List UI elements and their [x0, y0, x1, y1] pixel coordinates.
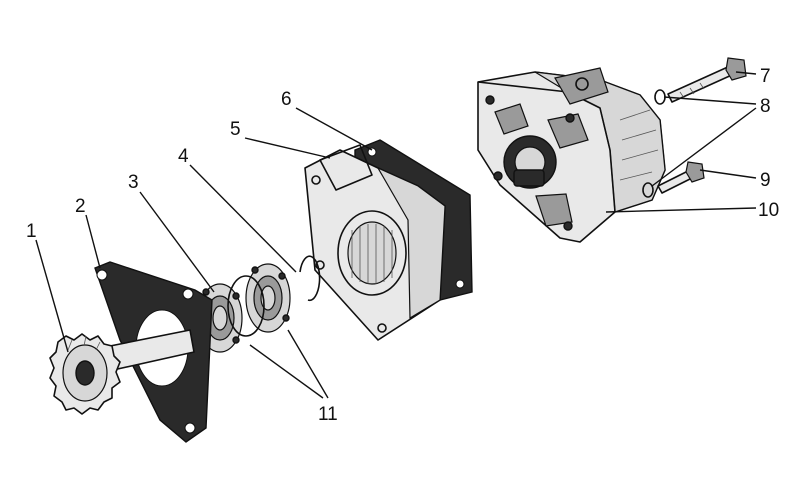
callout-5: 5	[230, 119, 241, 140]
callout-2: 2	[75, 196, 86, 217]
callout-9: 9	[760, 170, 771, 191]
part-7-long-bolt	[667, 57, 747, 103]
part-3-spacer-ring	[227, 275, 265, 337]
part-1-gear-shaft	[49, 329, 195, 415]
callout-8: 8	[760, 96, 771, 117]
part-11-bearings	[197, 263, 291, 353]
callout-6: 6	[281, 89, 292, 110]
callout-10: 10	[758, 200, 779, 221]
part-10-housing	[477, 67, 666, 243]
part-4-snap-ring	[299, 255, 321, 302]
part-5-flange	[304, 144, 446, 341]
callout-11: 11	[318, 404, 338, 425]
leader-lines	[35, 71, 757, 399]
part-9-short-bolt	[657, 161, 705, 194]
callout-3: 3	[128, 172, 139, 193]
callout-4: 4	[178, 146, 189, 167]
callout-labels: 1 2 3 4 5 6 7 8 9 10 11	[26, 66, 779, 425]
callout-1: 1	[26, 221, 37, 242]
callout-7: 7	[760, 66, 771, 87]
